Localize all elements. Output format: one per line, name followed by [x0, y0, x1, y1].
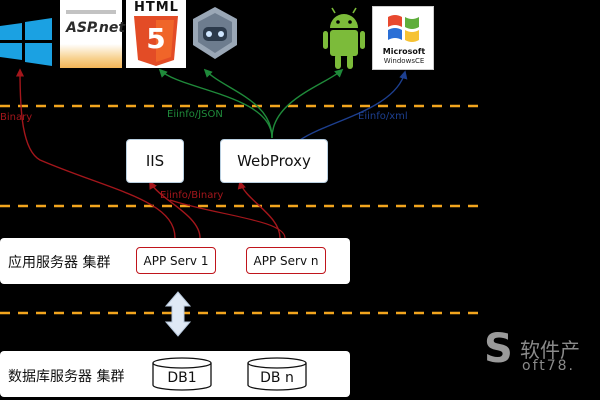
xml-link: [299, 70, 408, 141]
binary-link-label: Binary: [0, 112, 33, 123]
binary-link: [15, 68, 176, 239]
android-icon: [322, 6, 366, 72]
db-server-cluster: 数据库服务器 集群 DB1 DB n: [0, 351, 350, 397]
aspnet-logo-swoosh: [60, 44, 122, 68]
binary-mid-link-label: Eiinfo/Binary: [160, 190, 224, 201]
windowsce-text: WindowsCE: [383, 57, 425, 65]
binary-link: [149, 180, 201, 239]
windows-icon: [0, 18, 52, 66]
aspnet-logo-bar: [66, 10, 116, 14]
aspnet-logo: ASP.net: [60, 0, 126, 68]
html5-logo: HTML 5: [126, 0, 186, 68]
app-server-cluster: 应用服务器 集群 APP Serv 1 APP Serv n: [0, 238, 350, 284]
sencha-icon: [190, 5, 240, 61]
app-cluster-title: 应用服务器 集群: [8, 255, 111, 271]
html5-digit: 5: [146, 22, 166, 55]
app-serv-n: APP Serv n: [246, 247, 326, 274]
aspnet-logo-text: ASP.net: [66, 20, 126, 36]
db1-cylinder-icon: [152, 357, 212, 391]
watermark-s-logo: S: [484, 326, 513, 372]
watermark-brand: 软件产: [520, 338, 580, 362]
windows-flag-icon: [388, 15, 419, 42]
xml-link-label: Eiinfo/xml: [358, 111, 408, 122]
microsoft-text: Microsoft: [382, 47, 426, 56]
json-link: [158, 68, 273, 139]
json-link: [203, 68, 273, 139]
json-link: [271, 68, 344, 139]
binary-link: [169, 199, 286, 239]
db-cluster-title: 数据库服务器 集群: [8, 369, 125, 385]
html5-logo-text: HTML: [134, 0, 179, 15]
db1-label: DB1: [167, 370, 197, 386]
webproxy-box: WebProxy: [220, 139, 328, 183]
dbn-cylinder-icon: [247, 357, 307, 391]
windowsce-logo: Microsoft WindowsCE: [372, 6, 434, 70]
dbn-label: DB n: [260, 370, 294, 386]
iis-box: IIS: [126, 139, 184, 183]
binary-link: [237, 180, 281, 239]
double-arrow-icon: [164, 291, 192, 337]
json-link-label: Eiinfo/JSON: [167, 109, 223, 120]
watermark-site: oft78.: [522, 358, 576, 374]
app-serv-1: APP Serv 1: [136, 247, 216, 274]
